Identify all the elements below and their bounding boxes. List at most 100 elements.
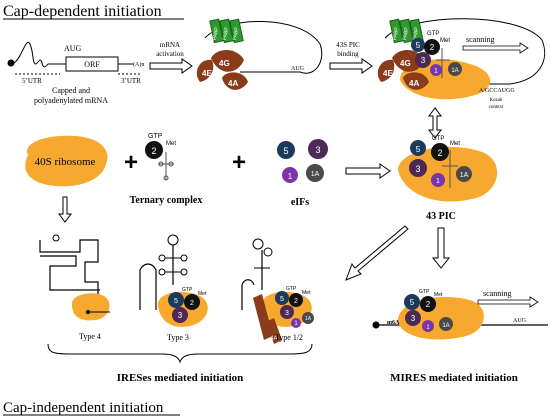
svg-text:2: 2: [437, 148, 442, 158]
scanning-complex: PABP PABP PABP 4E 4G 4A 5 2 3 1 1A GTP M…: [377, 18, 546, 110]
svg-text:4A: 4A: [270, 336, 277, 342]
mires-mediated-label: MIRES mediated initiation: [390, 372, 518, 384]
svg-text:1A: 1A: [311, 171, 320, 178]
svg-text:1A: 1A: [305, 316, 312, 322]
svg-text:5: 5: [280, 296, 284, 303]
ternary-complex: GTP 2 Met Ternary complex: [130, 133, 203, 206]
scanning-label-mires: scanning: [483, 289, 511, 298]
svg-text:5: 5: [174, 298, 178, 305]
svg-text:Met: Met: [302, 290, 311, 296]
ribosome-40s-scanning: [400, 59, 491, 100]
svg-text:2: 2: [294, 298, 298, 305]
title-cap-dependent: Cap-dependent initiation: [3, 3, 162, 20]
eifs-label: eIFs: [291, 197, 309, 208]
pabp-proteins-2: PABP PABP PABP: [389, 18, 424, 44]
aug-mires-label: AUG: [513, 318, 527, 324]
mires-complex: 5 2 3 1 1A GTP Met m6A AUG scanning MIRE…: [372, 289, 548, 384]
ternary-complex-label: Ternary complex: [130, 195, 203, 206]
svg-text:Met: Met: [440, 38, 450, 44]
eifs-cluster: 5 3 1 1A eIFs: [277, 139, 328, 208]
svg-text:1: 1: [434, 68, 438, 75]
svg-text:4E: 4E: [202, 69, 212, 78]
ires-type12: 4G 4A 5 2 3 1 1A GTP Met Type 1/2: [241, 238, 314, 344]
svg-text:4A: 4A: [228, 79, 238, 88]
ires-type3: 5 2 3 GTP Met Type 3: [139, 234, 208, 342]
pic-43s: 5 2 3 1 1A GTP Met 43 PIC: [398, 136, 498, 222]
ribosome-40s: 40S ribosome: [25, 135, 108, 187]
arrow-43s-binding: 43S PIC binding: [329, 41, 373, 74]
svg-text:Met: Met: [450, 141, 460, 147]
double-arrow-vertical: [428, 107, 442, 139]
type12-label: Type 1/2: [275, 333, 303, 342]
svg-text:3: 3: [315, 145, 320, 155]
svg-text:GTP: GTP: [182, 287, 193, 293]
svg-text:PABP: PABP: [212, 26, 220, 40]
scanning-label: scanning: [466, 35, 494, 44]
poly-a-label: (A)n: [133, 61, 144, 68]
arrow-to-pic: [345, 163, 391, 179]
utr5-label: 5’UTR: [22, 77, 42, 85]
orf-label: ORF: [84, 60, 100, 69]
svg-text:GTP: GTP: [148, 133, 163, 140]
svg-text:5: 5: [283, 146, 288, 156]
svg-text:3: 3: [421, 56, 426, 65]
svg-text:1A: 1A: [460, 172, 469, 179]
svg-text:4G: 4G: [254, 321, 262, 331]
svg-text:5: 5: [416, 145, 421, 154]
svg-text:3: 3: [411, 314, 416, 323]
closed-loop-mrna: AUG PABP PABP PABP 4E 4G 4A: [196, 18, 323, 90]
ires-mediated-label: IRESes mediated initiation: [117, 372, 244, 384]
plus-sign-2: +: [232, 149, 246, 176]
svg-text:43S PIC: 43S PIC: [336, 41, 360, 49]
svg-text:1A: 1A: [451, 68, 458, 74]
svg-text:1A: 1A: [442, 323, 449, 329]
svg-text:GTP: GTP: [419, 289, 430, 295]
svg-text:1: 1: [288, 172, 293, 181]
capped-mrna: ORF AUG (A)n 5’UTR 3’UTR Capped and poly…: [7, 41, 144, 105]
pabp-proteins: PABP PABP PABP: [209, 18, 244, 44]
svg-text:GTP: GTP: [432, 136, 444, 142]
svg-text:3: 3: [415, 164, 420, 174]
svg-text:GTP: GTP: [427, 31, 439, 37]
svg-text:4G: 4G: [400, 59, 411, 68]
aug-label-loop: AUG: [291, 66, 305, 72]
arrow-mrna-activation: mRNA activation: [149, 41, 193, 74]
arrow-diagonal: [345, 225, 409, 281]
svg-text:Met: Met: [198, 291, 207, 297]
svg-text:5: 5: [416, 41, 421, 50]
svg-text:GTP: GTP: [286, 286, 297, 292]
type3-label: Type 3: [167, 333, 189, 342]
svg-text:2: 2: [430, 43, 435, 52]
plus-sign-1: +: [124, 149, 138, 176]
type4-label: Type 4: [79, 332, 101, 341]
svg-text:Kozak: Kozak: [489, 98, 503, 103]
svg-text:activation: activation: [156, 50, 184, 58]
svg-text:4E: 4E: [383, 69, 393, 78]
svg-text:mRNA: mRNA: [160, 41, 180, 49]
mrna-caption-1: Capped and: [52, 86, 90, 95]
ires-brace: [47, 343, 313, 364]
m6a-label: m6A: [387, 320, 400, 326]
svg-text:PABP: PABP: [222, 26, 230, 40]
svg-text:2: 2: [151, 146, 156, 156]
svg-text:4G: 4G: [219, 59, 230, 68]
svg-text:5: 5: [410, 298, 415, 307]
svg-text:PABP: PABP: [392, 26, 400, 40]
svg-text:Met: Met: [166, 141, 176, 147]
svg-text:4A: 4A: [409, 79, 419, 88]
svg-text:context: context: [489, 105, 504, 110]
svg-text:PABP: PABP: [402, 26, 410, 40]
svg-text:1: 1: [294, 321, 298, 327]
ribosome-40s-label: 40S ribosome: [35, 156, 96, 168]
aug-label: AUG: [64, 44, 82, 53]
cap-icon-mires: [372, 321, 380, 329]
arrow-down-right: [431, 227, 451, 269]
svg-text:Met: Met: [434, 292, 443, 298]
svg-text:PABP: PABP: [412, 26, 420, 40]
cap-icon: [7, 59, 15, 67]
svg-text:3: 3: [178, 311, 183, 320]
title-cap-independent: Cap-independent initiation: [3, 400, 164, 416]
pic-43-label: 43 PIC: [426, 211, 456, 222]
eif4f-complex: 4E 4G 4A: [196, 49, 248, 90]
